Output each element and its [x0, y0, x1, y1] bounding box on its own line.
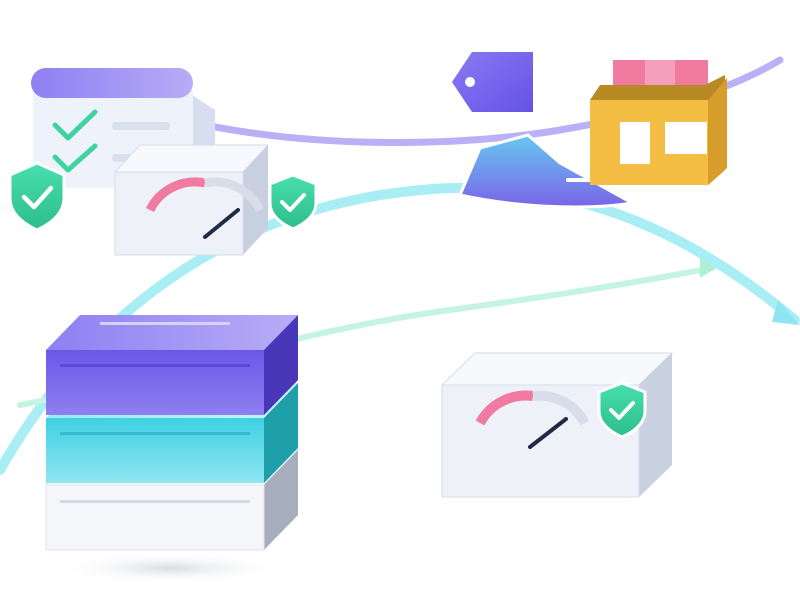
small-gauge-needle [203, 208, 240, 239]
shield-check-icon [268, 173, 318, 231]
checkmark-1-icon [52, 109, 98, 141]
server-stack-shadow [55, 552, 285, 584]
gauge-box-icon [113, 144, 270, 256]
cyan-flow-arrowhead [772, 300, 800, 325]
open-box-icon [590, 60, 727, 185]
mint-flow-arrowhead [700, 258, 716, 278]
boat-icon [458, 133, 634, 209]
checkmark-2-icon [52, 143, 98, 173]
shield-check-icon [8, 161, 66, 232]
server-stack-icon [44, 315, 300, 551]
shield-check-icon [597, 381, 647, 439]
price-tag-icon [452, 52, 533, 112]
large-gauge-needle [528, 417, 568, 449]
